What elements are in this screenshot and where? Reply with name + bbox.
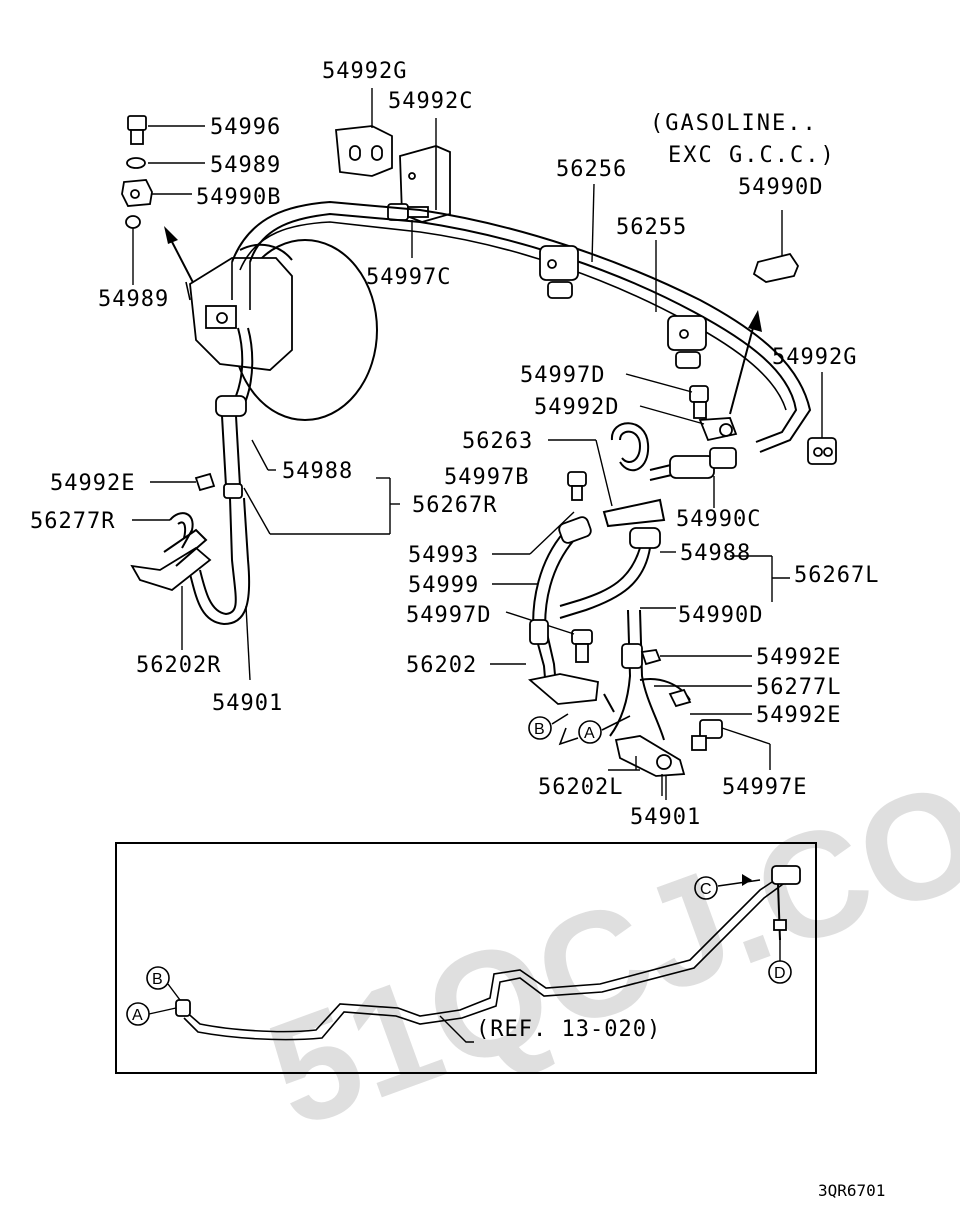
callout-A-upper: A [558,715,631,746]
label-56256: 56256 [556,157,627,182]
label-54988-left: 54988 [282,459,353,484]
note-reference: (REF. 13-020) [476,1017,661,1042]
figure-code: 3QR6701 [818,1181,885,1200]
clip-54992G-top [335,88,393,177]
reference-leader [439,1015,474,1043]
label-54992C: 54992C [388,89,473,114]
assembly-arrow-right [729,310,762,415]
label-54990C: 54990C [676,507,761,532]
label-54997E: 54997E [722,775,807,800]
label-54992E-r2: 54992E [756,703,841,728]
label-54992D: 54992D [534,395,619,420]
svg-text:A: A [132,1007,143,1024]
note-gasoline-line2: EXC G.C.C.) [668,143,836,168]
label-54988-right: 54988 [680,541,751,566]
label-54992G-right: 54992G [772,345,857,370]
label-54990D-top: 54990D [738,175,823,200]
label-54997D-b: 54997D [406,603,491,628]
label-56277L: 56277L [756,675,841,700]
label-54990D-mid: 54990D [678,603,763,628]
svg-text:A: A [584,725,595,742]
clip-54992E-right1 [640,649,752,666]
bolt-54997B [567,471,587,501]
hose-left-54901 [189,497,251,626]
joint-54990D-top [752,210,800,283]
watermark: 51QCJ.COM [248,705,960,1159]
bolt-54996 [127,115,205,145]
label-54901-right: 54901 [630,805,701,830]
clip-54992E-right2 [668,688,752,715]
label-56202: 56202 [406,653,477,678]
svg-text:D: D [774,965,786,982]
joint-54990B [121,179,192,207]
pipe-56277R [132,512,194,549]
label-54992E-left: 54992E [50,471,135,496]
label-56202L: 56202L [538,775,623,800]
hose-left-54988 [215,327,254,499]
label-54992G-top: 54992G [322,59,407,84]
clip-54992D [639,405,738,442]
callout-C-box: C [694,874,761,900]
caliper-bracket-56202R [130,528,212,650]
washer-54989-bottom [125,215,141,285]
label-54997B: 54997B [444,465,529,490]
pipe-clip-b [667,315,707,369]
brake-pipe-56256 [231,200,812,453]
label-56267L: 56267L [794,563,879,588]
callout-A-box: A [126,1002,177,1026]
note-gasoline-line1: (GASOLINE.. [650,111,818,136]
label-56263: 56263 [462,429,533,454]
label-54993: 54993 [408,543,479,568]
label-54999: 54999 [408,573,479,598]
rear-brake-pipe [175,865,801,1041]
reference-box [115,842,817,1074]
washer-54989-top [126,157,205,169]
master-cylinder [185,257,293,371]
callout-B-box: B [146,966,181,1001]
bolt-54997D-lower [505,611,593,663]
bolt-54997D-top [625,373,709,419]
label-54989-b: 54989 [98,287,169,312]
label-56255: 56255 [616,215,687,240]
label-54996: 54996 [210,115,281,140]
label-54992E-r1: 54992E [756,645,841,670]
joint-54990C [669,447,737,508]
bracket-56202 [490,619,599,705]
label-56267R: 56267R [412,493,497,518]
bracket-54992C [399,118,451,223]
hose-right-54988 [559,498,676,619]
label-56277R: 56277R [30,509,115,534]
brake-pipe-56255 [239,221,787,411]
callout-D-box: D [768,938,792,984]
callout-B-upper: B [528,713,569,740]
label-54997D-a: 54997D [520,363,605,388]
hose-right-54901 [609,607,676,741]
svg-text:C: C [700,881,712,898]
label-56202R: 56202R [136,653,221,678]
label-54989-a: 54989 [210,153,281,178]
pipe-54999 [532,516,592,643]
label-54997C: 54997C [366,265,451,290]
svg-text:B: B [534,721,545,738]
clip-54992E-left [150,472,216,492]
label-54901-left: 54901 [212,691,283,716]
caliper-bracket-56202L [614,735,686,796]
label-54990B: 54990B [196,185,281,210]
clip-54992G-right [807,372,837,465]
pipe-clip-a [539,245,579,299]
bolt-54997E [691,719,771,770]
svg-text:B: B [152,971,163,988]
